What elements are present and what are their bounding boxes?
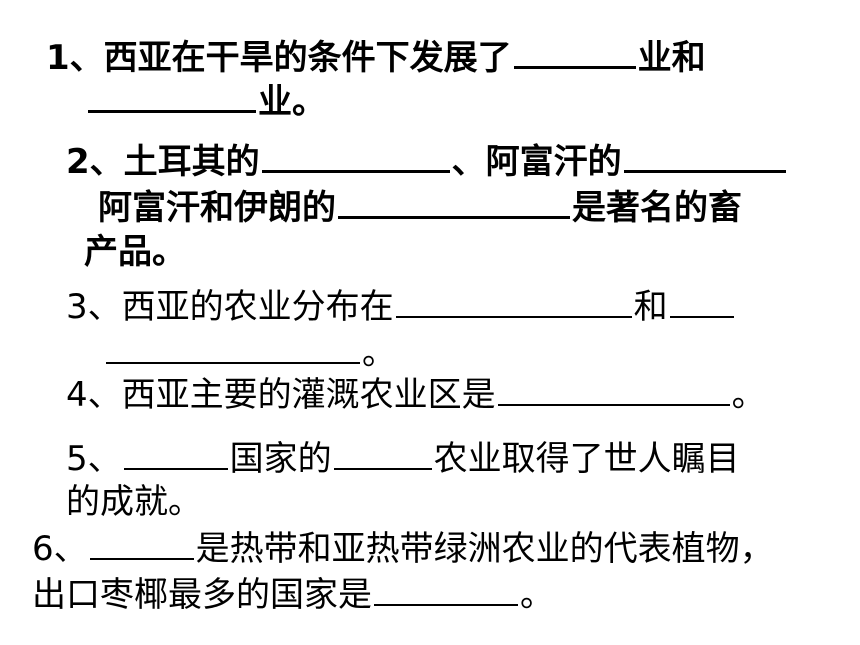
question-2-text: 阿富汗和伊朗的 <box>98 188 336 228</box>
question-5-line-1: 5、 国家的 农业取得了世人瞩目 <box>66 438 740 479</box>
answer-blank[interactable] <box>89 528 194 560</box>
question-5-text: 国家的 <box>229 439 332 479</box>
answer-blank[interactable] <box>333 438 432 470</box>
question-3-line-1: 3、西亚的农业分布在 和 <box>66 286 736 327</box>
question-3-text: 3、西亚的农业分布在 <box>66 287 394 327</box>
answer-blank[interactable] <box>497 374 730 406</box>
question-6-text: 是热带和亚热带绿洲农业的代表植物， <box>195 529 774 569</box>
question-6-text: 6、 <box>32 529 88 569</box>
question-1-text: 业。 <box>258 82 326 122</box>
question-5-text: 的成就。 <box>66 482 202 522</box>
question-5-text: 农业取得了世人瞩目 <box>433 439 740 479</box>
answer-blank[interactable] <box>395 286 632 318</box>
answer-blank[interactable] <box>338 186 570 219</box>
question-2-text: 是著名的畜 <box>572 188 742 228</box>
question-3-line-2: 。 <box>104 332 396 373</box>
question-5-line-2: 的成就。 <box>66 482 202 522</box>
question-2-text: 产品。 <box>84 232 186 272</box>
question-3-text: 。 <box>362 333 396 373</box>
question-5-text: 5、 <box>66 439 122 479</box>
question-1-text: 业和 <box>637 38 706 78</box>
question-6-text: 。 <box>520 575 554 615</box>
question-2-line-1: 2、土耳其的 、阿富汗的 <box>66 140 788 182</box>
question-6-line-1: 6、 是热带和亚热带绿洲农业的代表植物， <box>32 528 774 569</box>
question-4-text: 4、西亚主要的灌溉农业区是 <box>66 375 496 415</box>
question-6-line-2: 出口枣椰最多的国家是 。 <box>32 574 554 615</box>
answer-blank[interactable] <box>374 574 518 606</box>
question-2-line-2: 阿富汗和伊朗的 是著名的畜 <box>98 186 742 228</box>
question-3-text: 和 <box>633 287 668 327</box>
question-4-line-1: 4、西亚主要的灌溉农业区是 。 <box>66 374 766 415</box>
question-1-line-2: 业。 <box>86 80 326 122</box>
question-6-text: 出口枣椰最多的国家是 <box>32 575 372 615</box>
question-2-text: 2、土耳其的 <box>66 142 260 182</box>
answer-blank[interactable] <box>88 80 256 113</box>
question-2-line-3: 产品。 <box>84 232 186 272</box>
question-1-text: 1、西亚在干旱的条件下发展了 <box>46 38 512 78</box>
answer-blank[interactable] <box>513 36 636 69</box>
answer-blank[interactable] <box>261 140 450 173</box>
question-2-text: 、阿富汗的 <box>451 142 622 182</box>
answer-blank[interactable] <box>106 332 360 364</box>
question-1-line-1: 1、西亚在干旱的条件下发展了 业和 <box>46 36 706 78</box>
answer-blank[interactable] <box>123 438 228 470</box>
question-4-text: 。 <box>731 375 766 415</box>
answer-blank[interactable] <box>623 140 786 173</box>
answer-blank[interactable] <box>669 286 734 318</box>
